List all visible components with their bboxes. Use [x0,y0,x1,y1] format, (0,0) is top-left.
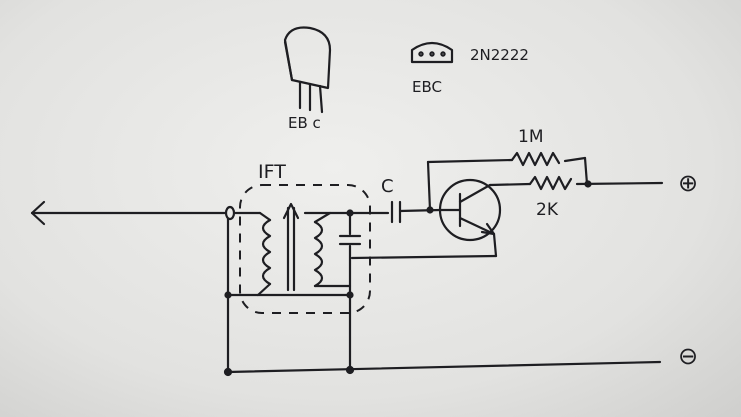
shield-can-outline [239,184,371,314]
transformer-label: IFT [258,161,286,183]
transistor-pins-label: EB c [288,114,321,132]
pinout-label: EBC [412,78,442,96]
negative-terminal: ⊖ [678,342,698,370]
positive-terminal: ⊕ [678,169,698,197]
resistor-2k-label: 2K [536,200,559,220]
capacitor-label: C [381,176,394,197]
wires [30,151,664,377]
pinout-sketch [410,41,454,64]
resistor-1m-label: 1M [518,127,543,147]
transistor-package-sketch [283,26,332,114]
transistor-part-label: 2N2222 [470,46,529,64]
